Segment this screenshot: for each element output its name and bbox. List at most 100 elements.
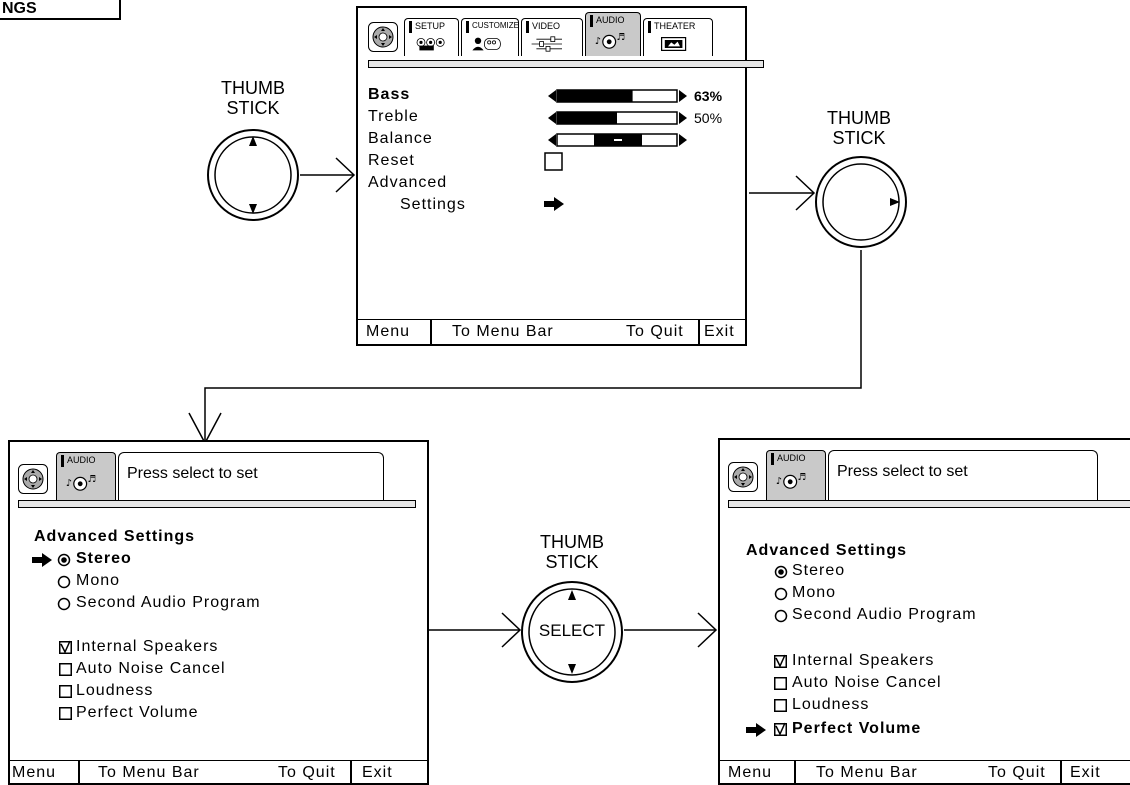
thumbstick-label-2-line1: THUMB [827,108,891,128]
tab-audio[interactable]: AUDIO ♪ ♬ [585,12,641,56]
reset-checkbox[interactable] [544,152,564,172]
thumbstick-label-1: THUMB STICK [208,78,298,118]
treble-slider[interactable] [548,110,698,126]
perfect-volume-label[interactable]: Perfect Volume [792,720,922,737]
loudness-label[interactable]: Loudness [792,696,870,713]
bottom-bar: Menu To Menu Bar To Quit Exit [358,319,745,344]
mono-label[interactable]: Mono [76,572,121,589]
exit-hint: Exit [1070,764,1101,781]
tab-audio-label: AUDIO [777,453,806,463]
tab-underline [728,500,1130,508]
prompt-tab: Press select to set [828,450,1098,500]
thumbstick-label-1-line1: THUMB [221,78,285,98]
tab-video[interactable]: VIDEO [521,18,583,56]
prompt-text: Press select to set [837,463,968,480]
bottom-bar: Menu To Menu Bar To Quit Exit [720,760,1130,785]
svg-text:♪: ♪ [66,478,72,489]
bass-value: 63% [694,88,723,104]
camera-icon [416,38,445,51]
prompt-tab: Press select to set [118,452,384,500]
loudness-label[interactable]: Loudness [76,682,154,699]
checkbox-internal-speakers[interactable] [774,654,787,668]
thumbstick-label-1-line2: STICK [226,98,280,118]
advanced-label[interactable]: Advanced [368,174,448,191]
thumbstick-right-icon [815,156,907,248]
checkbox-loudness[interactable] [59,685,72,698]
film-icon [661,37,687,51]
sap-label[interactable]: Second Audio Program [76,594,261,611]
thumbstick-select-icon [521,581,623,683]
checkbox-auto-noise-cancel[interactable] [59,663,72,676]
checkbox-perfect-volume[interactable] [774,722,787,736]
svg-text:♬: ♬ [87,474,96,485]
bass-label[interactable]: Bass [368,86,411,103]
balance-slider[interactable] [548,132,698,148]
checkbox-internal-speakers[interactable] [59,640,72,654]
right-arrow-icon[interactable] [544,197,566,211]
svg-text:♪: ♪ [595,36,601,47]
internal-speakers-label[interactable]: Internal Speakers [792,652,935,669]
selection-arrow-icon [746,723,766,737]
tab-customize[interactable]: CUSTOMIZE [461,18,519,56]
radio-mono[interactable] [774,587,788,601]
svg-text:♬: ♬ [616,32,625,43]
menu-hint: Menu [728,764,773,781]
tab-setup[interactable]: SETUP [404,18,459,56]
person-icon [472,37,501,51]
bottom-bar: Menu To Menu Bar To Quit Exit [10,760,427,785]
advanced-settings-screen-2: AUDIO ♪ ♬ Press select to set Advanced S… [718,438,1130,785]
menu-hint: Menu [12,764,57,781]
balance-label[interactable]: Balance [368,130,433,147]
tab-audio-label: AUDIO [596,15,625,25]
to-quit-hint: To Quit [626,323,684,340]
navigation-pad-icon [368,22,398,52]
menu-hint: Menu [366,323,411,340]
radio-sap[interactable] [774,609,788,623]
treble-label[interactable]: Treble [368,108,419,125]
tab-audio[interactable]: AUDIO ♪ ♬ [766,450,826,500]
bass-slider[interactable] [548,88,698,104]
perfect-volume-label[interactable]: Perfect Volume [76,704,199,721]
settings-label[interactable]: Settings [400,196,466,213]
tab-audio-label: AUDIO [67,455,96,465]
prompt-text: Press select to set [127,465,258,482]
reset-label[interactable]: Reset [368,152,415,169]
speaker-music-icon: ♪ ♬ [595,32,625,49]
navigation-pad-icon [18,464,48,494]
stereo-label[interactable]: Stereo [792,562,846,579]
auto-noise-cancel-label[interactable]: Auto Noise Cancel [792,674,942,691]
tab-audio[interactable]: AUDIO ♪ ♬ [56,452,116,500]
thumbstick-updown-icon [207,129,299,221]
thumbstick-label-2-line2: STICK [832,128,886,148]
tab-theater-label: THEATER [654,21,696,31]
to-menu-bar-hint: To Menu Bar [98,764,200,781]
internal-speakers-label[interactable]: Internal Speakers [76,638,219,655]
tab-customize-label: CUSTOMIZE [472,21,519,30]
speaker-music-icon: ♪ ♬ [776,472,806,489]
radio-stereo[interactable] [57,553,71,567]
tab-video-label: VIDEO [532,21,561,31]
advanced-settings-title: Advanced Settings [746,542,908,559]
speaker-music-icon: ♪ ♬ [66,474,96,491]
stereo-label[interactable]: Stereo [76,550,132,567]
tab-underline [18,500,416,508]
selection-arrow-icon [32,553,52,567]
thumbstick-label-2: THUMB STICK [812,108,906,148]
mono-label[interactable]: Mono [792,584,837,601]
thumbstick-label-3: THUMB STICK [522,532,622,572]
svg-text:♪: ♪ [776,476,782,487]
sap-label[interactable]: Second Audio Program [792,606,977,623]
thumbstick-label-3-line2: STICK [545,552,599,572]
tab-theater[interactable]: THEATER [643,18,713,56]
checkbox-loudness[interactable] [774,699,787,712]
radio-sap[interactable] [57,597,71,611]
tab-bar: SETUP CUSTOMIZE VIDEO [404,12,715,56]
checkbox-perfect-volume[interactable] [59,707,72,720]
thumbstick-label-3-line1: THUMB [540,532,604,552]
checkbox-auto-noise-cancel[interactable] [774,677,787,690]
radio-stereo[interactable] [774,565,788,579]
auto-noise-cancel-label[interactable]: Auto Noise Cancel [76,660,226,677]
radio-mono[interactable] [57,575,71,589]
navigation-pad-icon [728,462,758,492]
advanced-settings-title: Advanced Settings [34,528,196,545]
